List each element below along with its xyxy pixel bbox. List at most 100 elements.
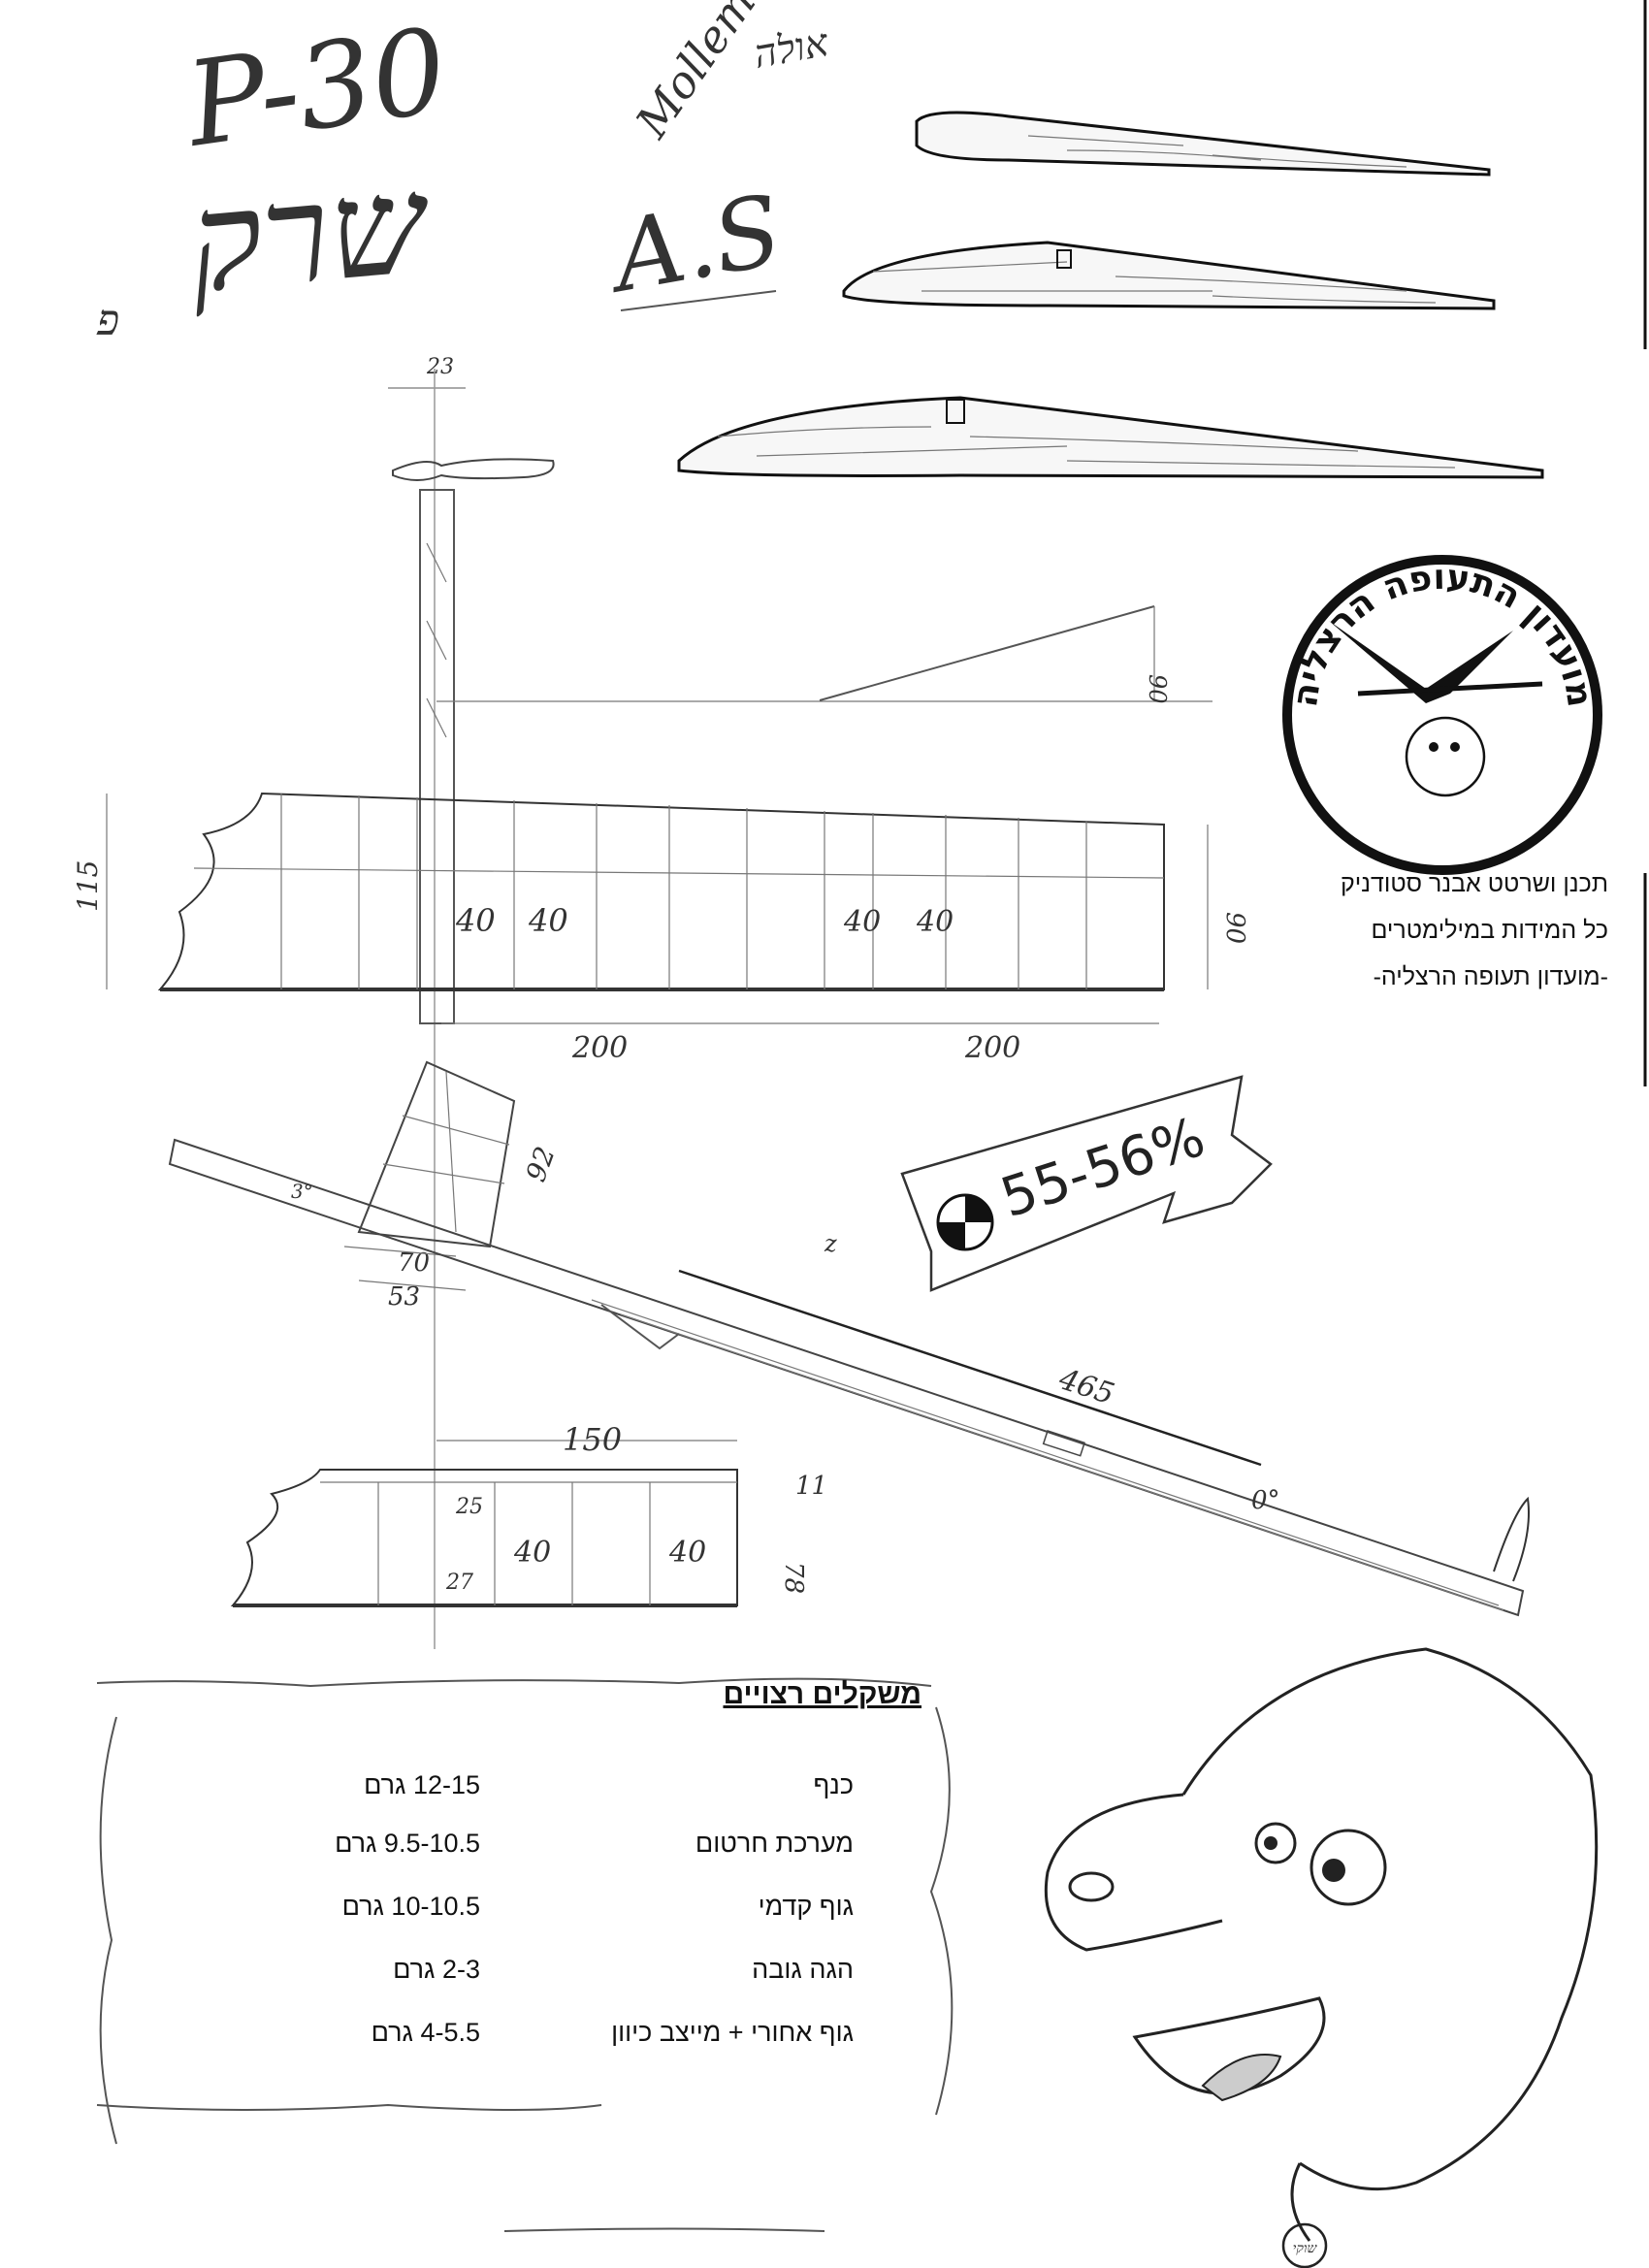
weights-border (96, 1677, 954, 2232)
dihedral-label: 90 (1144, 674, 1171, 704)
weights-title: משקלים רצויים (723, 1678, 922, 1710)
dog-cartoon: שוקי (1044, 1647, 1599, 2268)
cg-tag: 55-56% z (824, 1075, 1273, 1292)
dog-head-outline (1181, 1647, 1599, 2191)
author-initials: A.S (598, 173, 790, 315)
fin-plan: 92 70 53 (343, 1060, 562, 1312)
weight-row: מערכת חרטום 9.5-10.5 גרם (310, 1829, 854, 1867)
credit-club: -מועדון תעופה הרצליה- (1373, 963, 1608, 990)
half-span-right: 200 (964, 1031, 1020, 1065)
wing-panel-2 (842, 241, 1496, 310)
cg-tag-outline (900, 1075, 1273, 1292)
tail-angle-label: 0° (1251, 1486, 1280, 1515)
stab-root-a: 25 (455, 1495, 483, 1519)
weight-value-wing: 12-15 גרם (364, 1770, 480, 1799)
dihedral-sketch: 90 (436, 605, 1212, 704)
credit-units: כל המידות במילימטרים (1371, 917, 1608, 944)
stab-le-offset-label: 11 (795, 1472, 827, 1501)
tail-block (1042, 1430, 1085, 1457)
title-line2: שרק (183, 146, 437, 324)
author-sig: Mollem (625, 0, 765, 147)
dog-nose-icon (1068, 1871, 1115, 1902)
wing-panel-1-grain (1027, 135, 1407, 168)
fin-base2-label: 53 (388, 1282, 420, 1312)
author-top: אולה (751, 20, 832, 78)
prop-width-label: 23 (426, 355, 454, 379)
propeller (392, 458, 555, 481)
dog-tag-icon (1281, 2222, 1328, 2268)
dog-tongue (1201, 2054, 1282, 2102)
motor-stick-rear (591, 1299, 1504, 1611)
weight-item-front-body: גוף קדמי (758, 1892, 854, 1921)
rib-spacing-2: 40 (528, 902, 568, 939)
weight-row: כנף 12-15 גרם (310, 1770, 854, 1809)
stab-plan: 150 11 78 25 27 40 40 (230, 1421, 827, 1607)
weight-item-elevator: הגה גובה (752, 1955, 854, 1984)
weight-row: הגה גובה 2-3 גרם (310, 1955, 854, 1993)
stab-rib-b-label: 40 (668, 1536, 706, 1570)
dog-mouth (1132, 1996, 1326, 2095)
bearing-hook (600, 1304, 680, 1350)
logo-wing-icon (1357, 681, 1543, 697)
motor-stick-outline (168, 1138, 1525, 1617)
wing-panels (677, 111, 1544, 479)
dog-ear (1290, 2162, 1311, 2242)
stab-half-span-label: 150 (563, 1421, 622, 1458)
club-logo: מועדון התעופה הרצליה (1282, 555, 1602, 875)
half-span-left: 200 (571, 1031, 628, 1065)
wing-ribs (280, 794, 1087, 989)
logo-plane-icon (1329, 621, 1513, 703)
stab-rib-a-label: 40 (513, 1536, 551, 1570)
weight-row: גוף אחורי + מייצב כיוון 4-5.5 גרם (310, 2018, 854, 2057)
thrust-mark: 3° (291, 1180, 313, 1203)
dog-tag-signature: שוקי (1293, 2241, 1318, 2256)
cg-mark: z (824, 1230, 837, 1257)
rib-spacing-4: 40 (916, 905, 954, 939)
wing-panel-1 (915, 111, 1491, 177)
wing-panel-2-grain (872, 261, 1437, 304)
title-mark: פ (96, 296, 119, 345)
handwritten-title: P-30 שרק פ אולה Mollem A.S (96, 0, 832, 345)
fin-outline (357, 1060, 516, 1248)
wing-outline (157, 792, 1165, 990)
tip-chord-label: 90 (1220, 912, 1249, 944)
weight-value-front-body: 10-10.5 גרם (341, 1892, 480, 1921)
weight-row: גוף קדמי 10-10.5 גרם (310, 1892, 854, 1930)
weight-item-nose: מערכת חרטום (695, 1829, 854, 1858)
weight-value-elevator: 2-3 גרם (393, 1955, 480, 1984)
credit-designer: תכנן ושרטט אבנר סטודניק (1341, 870, 1608, 897)
weight-value-nose: 9.5-10.5 גרם (335, 1829, 480, 1858)
dog-snout (1044, 1793, 1223, 1952)
initials-underline (620, 290, 777, 311)
root-chord-label: 115 (72, 860, 104, 912)
dog-eye-icon-2 (1254, 1822, 1297, 1864)
nose-assembly: 23 (388, 355, 555, 1649)
stab-root-b: 27 (445, 1571, 473, 1595)
rib-spacing-3: 40 (843, 905, 881, 939)
wing-panel-3 (677, 396, 1544, 479)
weight-item-rear-body: גוף אחורי + מייצב כיוון (611, 2018, 854, 2047)
dihedral-panel (819, 605, 1155, 701)
rear-hook-icon (1493, 1496, 1530, 1582)
wing-spar (193, 867, 1165, 879)
motor-length-label: 465 (1054, 1362, 1118, 1411)
stab-chord-label: 78 (779, 1562, 808, 1594)
stab-outline (230, 1469, 738, 1606)
front-fuselage (419, 489, 455, 1024)
weight-value-rear-body: 4-5.5 גרם (371, 2018, 480, 2047)
logo-ring (1282, 555, 1602, 875)
logo-lemon-icon (1405, 716, 1486, 797)
cg-tag-label: 55-56% (993, 1106, 1212, 1231)
wing-plan: 40 40 40 40 115 90 200 200 (72, 792, 1249, 1065)
rib-spacing-1: 40 (455, 902, 496, 939)
wing-panel-2-block (1056, 249, 1072, 269)
front-fuselage-grain (426, 542, 447, 738)
dog-eye-icon-1 (1310, 1829, 1387, 1906)
wing-panel-3-grain (717, 426, 1456, 469)
fin-height-label: 92 (520, 1143, 562, 1186)
wing-panel-3-block (946, 399, 965, 424)
weight-item-wing: כנף (813, 1770, 854, 1799)
motor-length-dim (678, 1269, 1262, 1467)
motor-stick: 465 0° 3° (168, 1138, 1530, 1617)
